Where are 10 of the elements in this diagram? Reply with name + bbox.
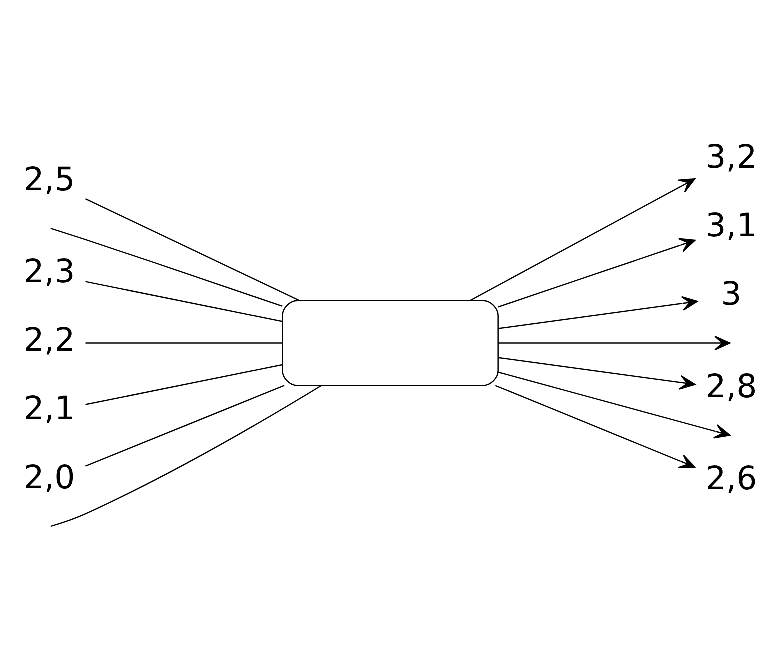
node-text: 2,6 bbox=[706, 460, 758, 498]
node-text: 3,2 bbox=[706, 138, 758, 176]
node-text: 3,1 bbox=[706, 206, 758, 244]
node-text: 3 bbox=[721, 275, 742, 314]
node-text: 2,3 bbox=[24, 252, 76, 291]
node-text: 2,2 bbox=[24, 321, 76, 360]
node-text: 2,1 bbox=[24, 390, 76, 428]
node-text: 2,5 bbox=[24, 160, 76, 198]
node-text: 2,0 bbox=[24, 458, 76, 496]
node-text: 2,8 bbox=[706, 367, 758, 406]
